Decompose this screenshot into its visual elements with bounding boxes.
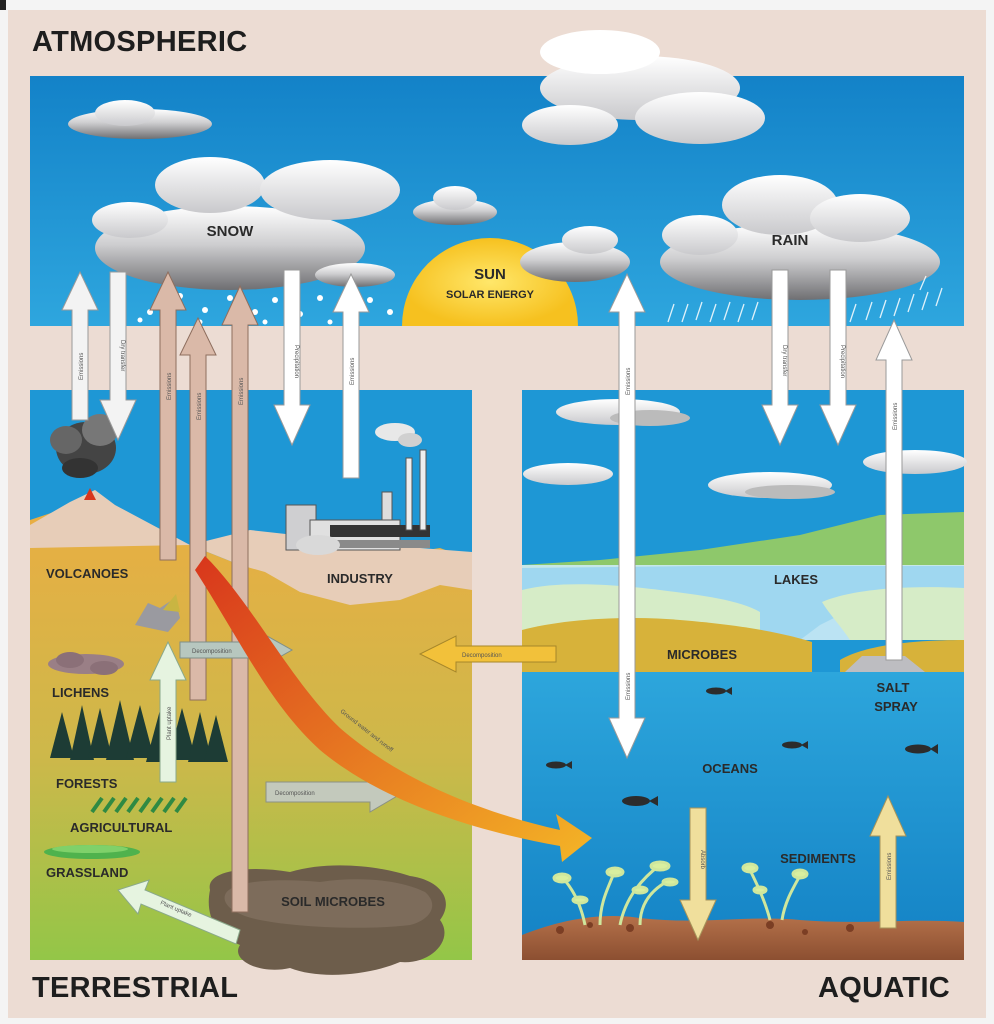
precipitation-arrow-rain: Precipitation: [819, 269, 857, 447]
emissions-arrow-lichens: Emissions: [149, 270, 187, 561]
rain-label: RAIN: [771, 232, 809, 249]
terrestrial-title: TERRESTRIAL: [32, 972, 239, 1004]
industry-label: INDUSTRY: [327, 571, 393, 586]
rain-cloud-icon: [660, 175, 940, 300]
dry-transfer-arrow-rain: Dry transfer: [761, 269, 799, 447]
sun-label: SUN: [474, 266, 506, 283]
salt-label: SALT: [876, 680, 910, 695]
decomposition-arrow-aquatic: Decomposition: [418, 635, 557, 673]
cloud-icon: [523, 463, 613, 485]
solar-energy-label: SOLAR ENERGY: [445, 289, 535, 301]
svg-text:Precipitation: Precipitation: [839, 345, 845, 378]
cloud-icon: [863, 450, 967, 474]
lichens-label: LICHENS: [52, 685, 110, 700]
lakes-label: LAKES: [773, 572, 819, 587]
plant-uptake-arrow-forest: Plant uptake: [149, 640, 187, 783]
svg-text:Emissions: Emissions: [79, 353, 85, 380]
svg-text:Emissions: Emissions: [167, 373, 173, 400]
oceans-label: OCEANS: [702, 761, 758, 776]
svg-text:Precipitation: Precipitation: [293, 345, 299, 378]
lichens-icon: [48, 652, 124, 675]
cloud-icon: [413, 186, 497, 225]
snow-cloud-icon: [92, 157, 400, 290]
svg-text:Dry transfer: Dry transfer: [781, 345, 787, 376]
grassland-label: GRASSLAND: [46, 865, 129, 880]
cloud-icon: [708, 472, 835, 499]
grassland-icon: [44, 845, 140, 859]
cloud-icon: [520, 226, 630, 282]
svg-text:Emissions: Emissions: [887, 853, 893, 880]
emissions-arrow-ocean: Emissions Emissions: [608, 272, 646, 760]
aquatic-title: AQUATIC: [818, 972, 951, 1004]
emissions-arrow-industry: Emissions: [332, 272, 370, 479]
lichen-rock-icon: [135, 594, 180, 632]
agricultural-icon: [90, 796, 188, 814]
cloud-icon: [68, 100, 212, 139]
fish-icon: [782, 741, 808, 749]
svg-text:Decomposition: Decomposition: [275, 791, 315, 797]
snow-label: SNOW: [206, 223, 254, 240]
cloud-icon: [522, 30, 765, 145]
svg-text:Decomposition: Decomposition: [462, 653, 502, 659]
rain-drops: [667, 275, 943, 323]
svg-text:Emissions: Emissions: [239, 378, 245, 405]
microbes-shore: [522, 618, 812, 672]
svg-text:Emissions: Emissions: [626, 368, 632, 395]
fish-icon: [622, 796, 658, 806]
svg-text:Emissions: Emissions: [350, 358, 356, 385]
svg-text:Plant uptake: Plant uptake: [167, 706, 173, 740]
sediments-label: SEDIMENTS: [780, 851, 856, 866]
fish-icon: [905, 744, 938, 754]
microbes-label: MICROBES: [666, 647, 738, 662]
agricultural-label: AGRICULTURAL: [70, 820, 173, 835]
factory-icon: [285, 423, 430, 555]
dry-transfer-arrow-snow: Dry transfer: [99, 271, 137, 442]
seaweed-icon: [741, 862, 809, 921]
precipitation-arrow-snow: Precipitation: [273, 269, 311, 447]
absorb-arrow-sediments: Absorb: [679, 807, 717, 942]
industry-land: [190, 530, 472, 605]
atmospheric-title: ATMOSPHERIC: [32, 26, 248, 58]
seaweed-icon: [552, 860, 679, 926]
emissions-arrow-salt-spray: Emissions: [875, 318, 913, 661]
svg-text:Emissions: Emissions: [893, 403, 899, 430]
soil-microbes-label: SOIL MICROBES: [281, 894, 385, 909]
fish-icon: [706, 687, 732, 695]
spray-label: SPRAY: [874, 699, 918, 714]
svg-text:Dry transfer: Dry transfer: [119, 340, 125, 371]
svg-text:Decomposition: Decomposition: [192, 649, 232, 655]
svg-text:Emissions: Emissions: [626, 673, 632, 700]
volcano-icon: [30, 414, 190, 548]
fish-icon: [546, 761, 572, 769]
svg-text:Emissions: Emissions: [197, 393, 203, 420]
forests-label: FORESTS: [56, 776, 118, 791]
volcanoes-label: VOLCANOES: [46, 566, 129, 581]
soil-microbes-blob: [208, 865, 446, 975]
emissions-arrow-volcano: Emissions: [61, 270, 99, 421]
emissions-arrow-sediments: Emissions: [869, 794, 907, 929]
svg-text:Absorb: Absorb: [699, 850, 705, 870]
